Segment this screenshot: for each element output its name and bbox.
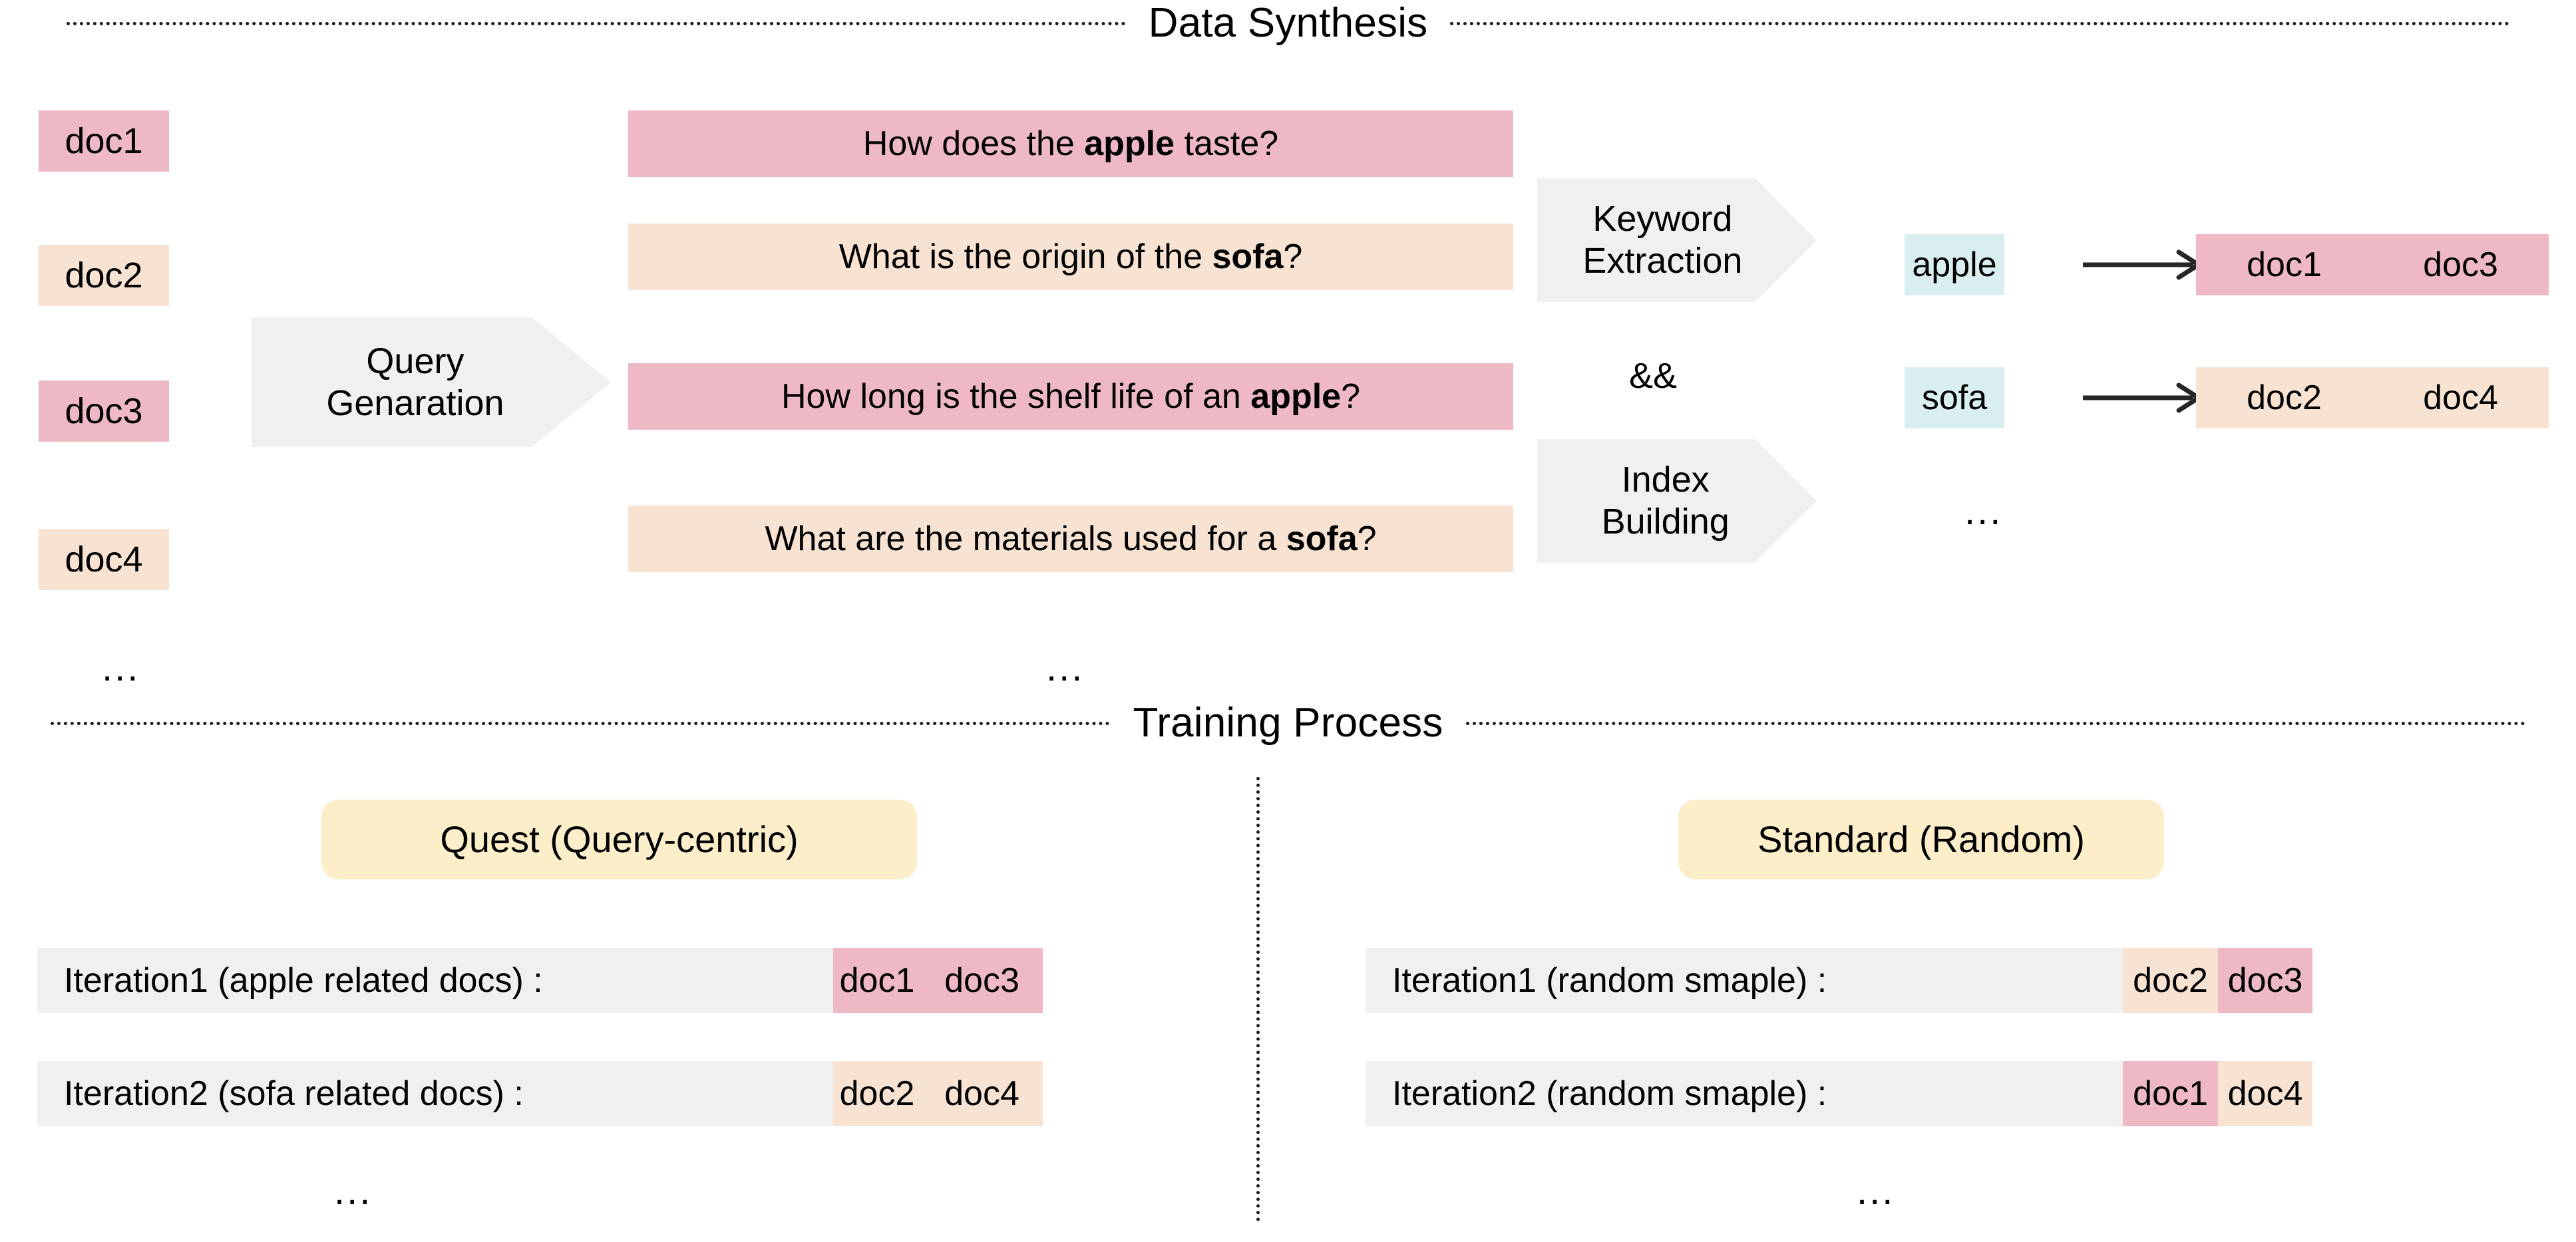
query-box-2[interactable]: What is the origin of the sofa?	[628, 224, 1513, 290]
query-generation-line2: Genaration	[326, 383, 504, 423]
dotted-rule-right	[1465, 721, 2525, 725]
doc-column-ellipsis: ...	[102, 646, 140, 689]
standard-iteration-chip[interactable]: doc4	[2218, 1061, 2312, 1126]
standard-iteration-chip[interactable]: doc1	[2123, 1061, 2218, 1126]
index-arrow-sofa-icon	[2083, 383, 2201, 413]
quest-iteration-chip[interactable]: doc1	[833, 948, 921, 1013]
dotted-rule-right	[1450, 21, 2510, 25]
quest-iteration-chip[interactable]: doc2	[833, 1061, 921, 1126]
standard-iteration-row-1[interactable]: Iteration1 (random smaple) : doc2 doc3	[1366, 948, 2312, 1013]
query-column-ellipsis: ...	[1046, 646, 1085, 689]
index-building-arrow-text: Index Building	[1602, 459, 1730, 542]
query-box-1[interactable]: How does the apple taste?	[628, 110, 1513, 177]
standard-iteration-chip[interactable]: doc2	[2123, 948, 2218, 1013]
index-keyword-sofa[interactable]: sofa	[1905, 367, 2004, 428]
section-title-training-process: Training Process	[1133, 700, 1443, 746]
quest-iteration-chip[interactable]: doc4	[921, 1061, 1043, 1126]
section-header-training-process: Training Process	[0, 700, 2576, 746]
dotted-rule-left	[66, 21, 1126, 25]
index-doc-label: doc4	[2423, 379, 2498, 417]
index-keyword-apple[interactable]: apple	[1905, 234, 2004, 295]
quest-iteration-row-2[interactable]: Iteration2 (sofa related docs) : doc2 do…	[37, 1061, 1043, 1126]
doc-chip-label: doc2	[65, 255, 143, 295]
doc-chip-label: doc4	[65, 540, 143, 579]
index-doc-label: doc2	[2247, 379, 2322, 417]
query-box-4[interactable]: What are the materials used for a sofa?	[628, 506, 1513, 572]
keyword-extraction-line1: Keyword	[1592, 199, 1733, 239]
doc-chip-doc3[interactable]: doc3	[39, 381, 169, 442]
standard-iteration-label-2: Iteration2 (random smaple) :	[1366, 1061, 2123, 1126]
doc-chip-label: doc1	[65, 121, 143, 161]
keyword-extraction-arrow[interactable]: Keyword Extraction	[1537, 178, 1817, 302]
query-keyword: apple	[1084, 124, 1175, 163]
index-docs-sofa[interactable]: doc2 doc4	[2196, 367, 2549, 428]
query-keyword: sofa	[1212, 237, 1284, 276]
quest-ellipsis: ...	[334, 1169, 373, 1213]
index-building-line2: Building	[1601, 502, 1730, 542]
index-keyword-label: sofa	[1921, 379, 1988, 417]
section-header-data-synthesis: Data Synthesis	[0, 0, 2576, 47]
query-text-2: What is the origin of the sofa?	[838, 237, 1303, 276]
quest-iteration-row-1[interactable]: Iteration1 (apple related docs) : doc1 d…	[37, 948, 1043, 1013]
index-doc-label: doc1	[2247, 245, 2322, 284]
quest-iteration-label-2: Iteration2 (sofa related docs) :	[37, 1061, 833, 1126]
panel-title-standard-label: Standard (Random)	[1757, 818, 2085, 860]
query-text-4: What are the materials used for a sofa?	[765, 520, 1377, 558]
doc-chip-doc4[interactable]: doc4	[39, 529, 169, 590]
doc-chip-doc2[interactable]: doc2	[39, 245, 169, 306]
keyword-extraction-arrow-text: Keyword Extraction	[1582, 198, 1742, 281]
quest-iteration-label-1: Iteration1 (apple related docs) :	[37, 948, 833, 1013]
index-ellipsis: ...	[1964, 490, 2003, 533]
query-keyword: apple	[1250, 377, 1342, 416]
query-generation-arrow-text: Query Genaration	[326, 341, 504, 424]
query-text-3: How long is the shelf life of an apple?	[781, 377, 1361, 416]
panel-divider	[1256, 777, 1260, 1221]
index-doc-label: doc3	[2423, 245, 2498, 284]
query-box-3[interactable]: How long is the shelf life of an apple?	[628, 363, 1513, 430]
index-arrow-apple-icon	[2083, 249, 2201, 280]
section-title-data-synthesis: Data Synthesis	[1148, 0, 1428, 46]
quest-iteration-chip[interactable]: doc3	[921, 948, 1043, 1013]
query-text-1: How does the apple taste?	[862, 124, 1279, 163]
index-keyword-label: apple	[1912, 245, 1997, 284]
standard-iteration-chip[interactable]: doc3	[2218, 948, 2312, 1013]
standard-ellipsis: ...	[1857, 1169, 1895, 1213]
standard-iteration-label-1: Iteration1 (random smaple) :	[1366, 948, 2123, 1013]
doc-chip-doc1[interactable]: doc1	[39, 110, 169, 172]
dotted-rule-left	[51, 721, 1111, 725]
index-building-line1: Index	[1621, 460, 1710, 500]
doc-chip-label: doc3	[65, 391, 143, 431]
panel-title-quest: Quest (Query-centric)	[321, 800, 917, 879]
index-docs-apple[interactable]: doc1 doc3	[2196, 234, 2549, 295]
panel-title-standard: Standard (Random)	[1678, 800, 2164, 879]
query-generation-line1: Query	[366, 341, 464, 381]
index-building-arrow[interactable]: Index Building	[1537, 439, 1817, 563]
keyword-extraction-line2: Extraction	[1582, 241, 1743, 281]
panel-title-quest-label: Quest (Query-centric)	[440, 818, 799, 860]
query-keyword: sofa	[1286, 520, 1358, 558]
query-generation-arrow[interactable]: Query Genaration	[252, 317, 611, 447]
conjunction-and: &&	[1629, 356, 1678, 396]
standard-iteration-row-2[interactable]: Iteration2 (random smaple) : doc1 doc4	[1366, 1061, 2312, 1126]
